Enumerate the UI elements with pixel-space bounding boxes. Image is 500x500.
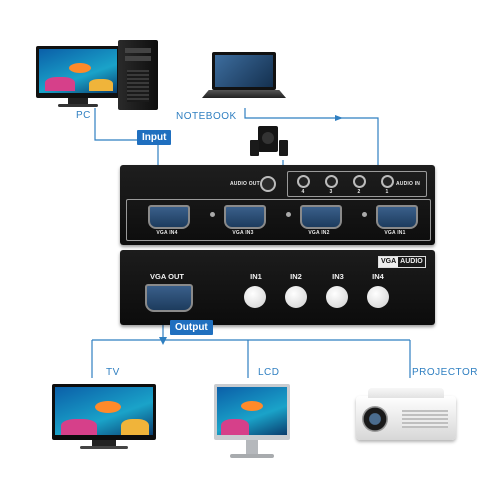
tower-drive-bay — [125, 56, 151, 61]
audio-out-label: AUDIO OUT — [230, 181, 260, 187]
projector-label: PROJECTOR — [412, 367, 478, 378]
tower-drive-bay — [125, 48, 151, 53]
tv-stand — [92, 440, 116, 446]
audio-in-label: AUDIO IN — [396, 181, 421, 187]
projector-lens — [362, 406, 388, 432]
in4-button[interactable] — [367, 286, 389, 308]
tower-vent — [127, 70, 149, 102]
lcd-base — [230, 454, 274, 458]
in4-label: IN4 — [372, 272, 384, 281]
speaker-right — [279, 140, 288, 156]
speaker-cone — [262, 132, 274, 144]
audio-in-num-2: 2 — [357, 189, 361, 195]
pc-label: PC — [76, 110, 91, 121]
audio-in-num-3: 3 — [329, 189, 333, 195]
lcd-screen — [217, 387, 287, 435]
vga-in1-label: VGA IN1 — [384, 230, 406, 236]
in2-label: IN2 — [290, 272, 302, 281]
coral-graphic — [61, 419, 97, 435]
input-tag: Input — [137, 130, 172, 145]
vga-in4-port[interactable] — [148, 205, 190, 229]
tv-label: TV — [106, 367, 120, 378]
vga-inputs-box — [126, 199, 431, 241]
audio-in-jack-3[interactable] — [325, 175, 338, 188]
back-panel: AUDIO OUT 4 3 2 1 AUDIO IN VGA IN4 VGA I… — [120, 165, 435, 245]
in3-button[interactable] — [326, 286, 348, 308]
speaker-sub — [258, 126, 278, 152]
fish-graphic — [241, 401, 263, 411]
notebook-screen — [212, 52, 276, 90]
fish-graphic — [69, 63, 91, 73]
in1-button[interactable] — [244, 286, 266, 308]
audio-in-box — [287, 171, 427, 197]
output-tag: Output — [170, 320, 213, 335]
notebook-base — [202, 90, 286, 98]
logo-audio: AUDIO — [400, 258, 423, 265]
audio-in-jack-1[interactable] — [381, 175, 394, 188]
coral-graphic — [89, 79, 113, 91]
pc-monitor-stand — [68, 98, 88, 104]
front-panel: VGA AUDIO VGA OUT IN1 IN2 IN3 IN4 — [120, 250, 435, 325]
tv-screen — [55, 387, 153, 435]
audio-in-num-4: 4 — [301, 189, 305, 195]
in2-button[interactable] — [285, 286, 307, 308]
lcd-label: LCD — [258, 367, 280, 378]
audio-out-jack[interactable] — [260, 176, 276, 192]
vga-in2-port[interactable] — [300, 205, 342, 229]
screw — [286, 212, 291, 217]
vga-in3-label: VGA IN3 — [232, 230, 254, 236]
in3-label: IN3 — [332, 272, 344, 281]
notebook-display — [215, 55, 273, 87]
vga-in2-label: VGA IN2 — [308, 230, 330, 236]
brand-logo: VGA AUDIO — [378, 256, 426, 268]
vga-out-label: VGA OUT — [150, 272, 184, 281]
audio-in-jack-2[interactable] — [353, 175, 366, 188]
coral-graphic — [221, 419, 249, 435]
pc-monitor — [36, 46, 120, 98]
projector-top — [368, 388, 444, 398]
logo-vga: VGA — [379, 257, 399, 267]
vga-in1-port[interactable] — [376, 205, 418, 229]
speaker-left — [250, 140, 259, 156]
lcd-device — [214, 384, 290, 440]
screw — [362, 212, 367, 217]
audio-in-jack-4[interactable] — [297, 175, 310, 188]
coral-graphic — [121, 419, 149, 435]
pc-monitor-base — [58, 104, 98, 107]
vga-in4-label: VGA IN4 — [156, 230, 178, 236]
in1-label: IN1 — [250, 272, 262, 281]
fish-graphic — [95, 401, 121, 413]
notebook-label: NOTEBOOK — [176, 111, 237, 122]
projector-vent — [402, 410, 448, 428]
vga-out-port[interactable] — [145, 284, 193, 312]
tv-base — [80, 446, 128, 449]
coral-graphic — [45, 77, 75, 91]
screw — [210, 212, 215, 217]
audio-in-num-1: 1 — [385, 189, 389, 195]
tv-device — [52, 384, 156, 440]
lcd-stand — [246, 440, 258, 454]
pc-screen — [39, 49, 117, 93]
vga-in3-port[interactable] — [224, 205, 266, 229]
pc-tower — [118, 40, 158, 110]
projector-device — [356, 388, 456, 440]
